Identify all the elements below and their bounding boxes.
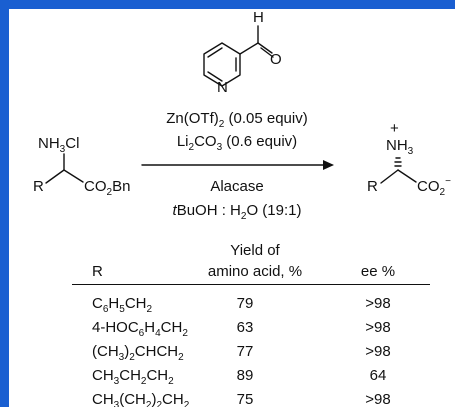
- aldehyde-o-label: O: [270, 51, 282, 68]
- condition-base: Li2CO3 (0.6 equiv): [176, 133, 298, 153]
- table-cell-ee: 64: [369, 367, 387, 384]
- reaction-arrow-head: [323, 160, 334, 170]
- substrate-r-bond: [45, 169, 65, 184]
- table-cell-yield: 79: [236, 295, 254, 312]
- pyridine-double-bond-2: [207, 71, 223, 82]
- product-n-hash: [394, 157, 402, 167]
- table-cell-r: 4-HOC6H4CH2: [92, 319, 188, 339]
- table-cell-r: (CH3)2CHCH2: [92, 343, 184, 363]
- condition-solvent: tBuOH : H2O (19:1): [172, 202, 302, 222]
- product-carboxylate-label: CO2−: [417, 176, 451, 198]
- product-r-label: R: [367, 178, 378, 195]
- aldehyde-ch-bond: [239, 42, 259, 55]
- table-cell-r: CH3CH2CH2: [92, 367, 174, 387]
- frame-top-bar: [0, 0, 455, 9]
- table-cell-r: CH3(CH2)2CH2: [92, 391, 190, 407]
- substrate-ester-label: CO2Bn: [84, 178, 131, 198]
- substrate-r-label: R: [33, 178, 44, 195]
- condition-catalyst: Zn(OTf)2 (0.05 equiv): [166, 110, 308, 130]
- table-header-yield-line2: amino acid, %: [207, 263, 303, 280]
- frame-left-bar: [0, 0, 9, 407]
- table-cell-yield: 63: [236, 319, 254, 336]
- table-header-ee: ee %: [360, 263, 396, 280]
- table-cell-ee: >98: [365, 295, 391, 312]
- table-cell-r: C6H5CH2: [92, 295, 153, 315]
- aldehyde-co-double: [260, 47, 274, 58]
- table-cell-ee: >98: [365, 391, 391, 407]
- aldehyde-h-label: H: [253, 9, 264, 26]
- substrate-c-bond: [63, 169, 84, 183]
- product-plus-charge: +: [390, 120, 399, 137]
- pyridine-double-bond-1: [207, 47, 223, 58]
- aldehyde-co-bond: [257, 42, 273, 54]
- table-cell-yield: 75: [236, 391, 254, 407]
- table-header-rule: [72, 284, 430, 285]
- product-c-bond: [397, 169, 417, 183]
- table-header-yield-line1: Yield of: [230, 242, 280, 259]
- table-header-r: R: [92, 263, 103, 280]
- pyridine-n-label: N: [217, 79, 228, 96]
- substrate-ammonium-label: NH3Cl: [38, 135, 80, 155]
- table-cell-yield: 77: [236, 343, 254, 360]
- table-cell-yield: 89: [236, 367, 254, 384]
- product-ammonium-label: NH3: [386, 137, 414, 157]
- condition-enzyme: Alacase: [210, 178, 264, 195]
- table-cell-ee: >98: [365, 343, 391, 360]
- product-r-bond: [380, 169, 399, 184]
- table-cell-ee: >98: [365, 319, 391, 336]
